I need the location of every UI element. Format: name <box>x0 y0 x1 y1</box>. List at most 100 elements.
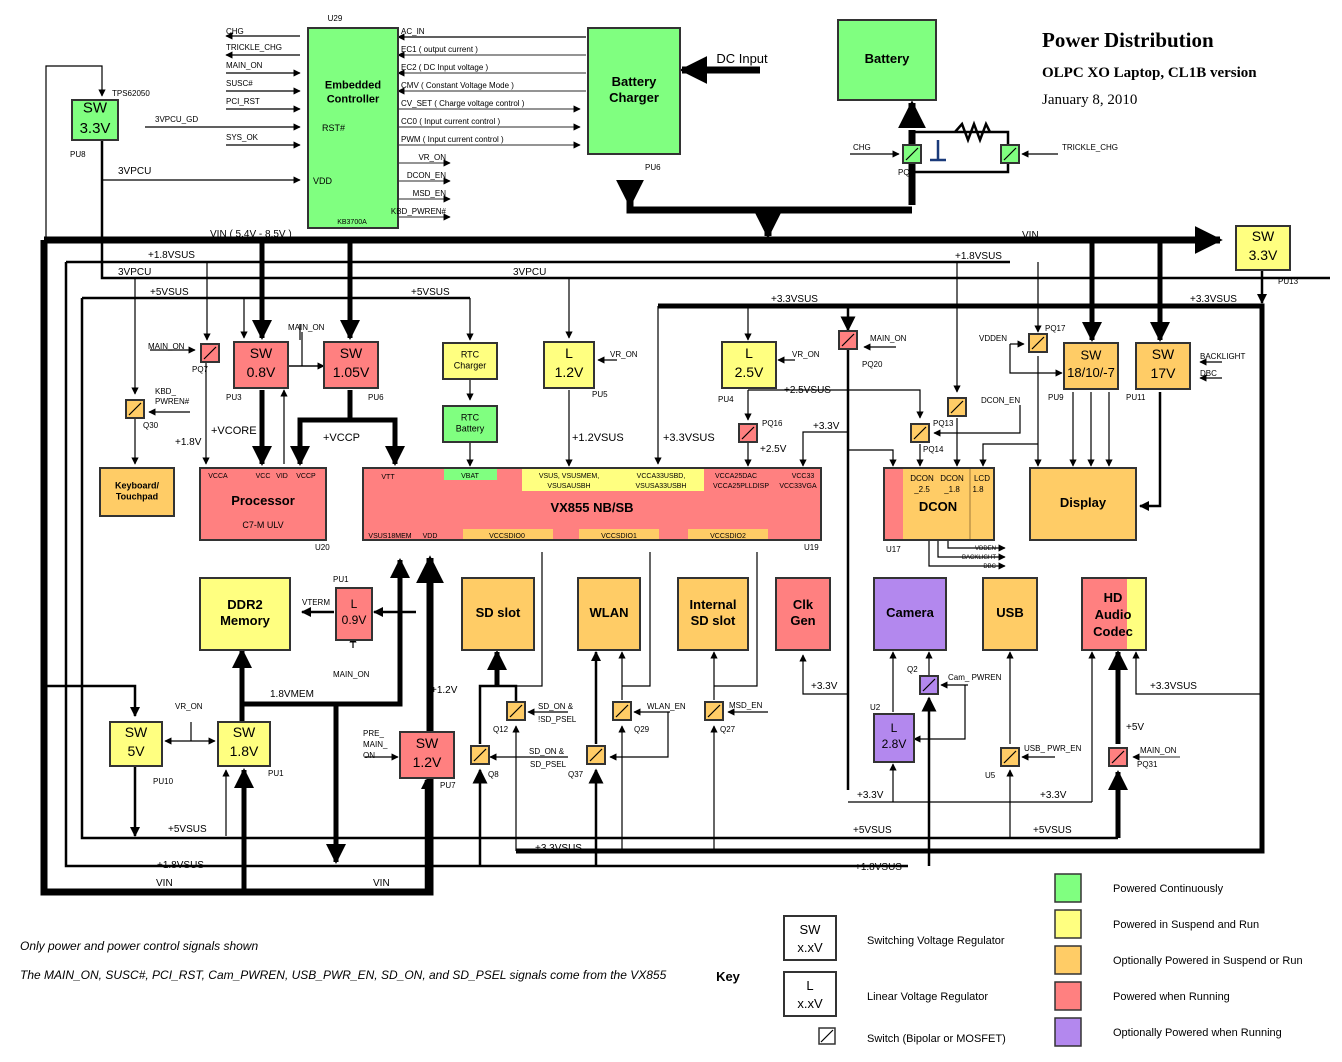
ref-pu1-sw: PU1 <box>268 769 284 778</box>
battery-label: Battery <box>865 51 911 66</box>
hd-audio-label: HD <box>1104 590 1123 605</box>
key-l-line2: x.xV <box>797 996 823 1011</box>
legend-swatch <box>1054 873 1082 903</box>
ref-q29: Q29 <box>634 725 650 734</box>
ec-input-label: EC1 ( output current ) <box>401 45 478 54</box>
dcon-pin: DCON <box>910 474 934 483</box>
ec-output-label: CV_SET ( Charge voltage control ) <box>401 99 525 108</box>
ref-u29: U29 <box>328 14 343 23</box>
l-2v8-label: 2.8V <box>882 737 907 751</box>
switch-control-label: MAIN_ON <box>1140 746 1177 755</box>
legend-label: Optionally Powered when Running <box>1113 1027 1282 1039</box>
ref-pq14: PQ14 <box>923 445 944 454</box>
switch-icon <box>1031 336 1045 350</box>
vterm-label: VTERM <box>302 598 330 607</box>
ec-output-label: PWM ( Input current control ) <box>401 135 504 144</box>
ref-pq17: PQ17 <box>1045 324 1066 333</box>
rail-label: +VCCP <box>323 432 360 444</box>
switch-control-label: SD_ON & <box>529 747 565 756</box>
rail-label: +1.2V <box>431 685 458 696</box>
sw-1v8-label: SW <box>233 724 256 740</box>
pq16 <box>738 423 758 443</box>
ref-pq13: PQ13 <box>933 419 954 428</box>
embedded-controller-label: Embedded <box>325 80 381 92</box>
rail-label: DBC <box>1200 369 1217 378</box>
ref-pq16: PQ16 <box>762 419 783 428</box>
rail-label: VIN <box>1022 230 1039 241</box>
ec-output-label: DCON_EN <box>407 171 446 180</box>
battery-charger-body <box>587 27 681 155</box>
key-sw-line2: x.xV <box>797 940 823 955</box>
dcon-pin: LCD <box>974 474 990 483</box>
ec-signal-label: SUSC# <box>226 79 253 88</box>
legend-swatch <box>1054 909 1082 939</box>
rail-label: +1.2VSUS <box>572 432 624 444</box>
usb-label: USB <box>996 605 1023 620</box>
q37 <box>586 745 606 765</box>
vdd-pin: VDD <box>313 176 333 186</box>
camera-label: Camera <box>886 605 934 620</box>
l-0v9-body <box>335 587 373 641</box>
ref-u20: U20 <box>315 543 330 552</box>
battery-charger-label: Battery <box>612 74 658 89</box>
battery: Battery <box>837 19 937 101</box>
ec-part: KB3700A <box>337 219 367 226</box>
sw-5v-body <box>109 721 163 767</box>
rail-label: +3.3VSUS <box>535 843 582 854</box>
switch-icon <box>1111 750 1125 764</box>
rail-label: VR_ON <box>610 350 638 359</box>
l-0v9-label: L <box>351 597 358 611</box>
switch-control-label: MAIN_ON <box>870 334 907 343</box>
ref-pu6: PU6 <box>645 163 661 172</box>
ec-signal-label: CHG <box>226 27 244 36</box>
rail-label: +VCORE <box>211 425 257 437</box>
switch-control-label: VDDEN <box>979 334 1007 343</box>
sw-1v05-label: SW <box>340 345 363 361</box>
dcon-label: DCON <box>919 499 957 514</box>
processor-pin: VCCA <box>208 473 228 480</box>
sw-1v8-label: 1.8V <box>230 743 259 759</box>
rtc-charger-label: RTC <box>461 349 480 359</box>
vx855-pin: VTT <box>381 474 395 481</box>
processor-pin: VCCP <box>296 473 316 480</box>
rail-label: +2.5V <box>760 444 787 455</box>
l-1v2: L1.2V <box>543 341 595 389</box>
sw-0v8-label: SW <box>250 345 273 361</box>
vx855-pin: VCCSDIO0 <box>489 533 525 540</box>
ref-pq31: PQ31 <box>1137 760 1158 769</box>
l-2v8-body <box>873 713 915 763</box>
rail-label: VIN ( 5.4V - 8.5V ) <box>210 229 292 240</box>
sw-0v8-label: 0.8V <box>247 364 276 380</box>
sw-1v2: SW1.2V <box>399 731 455 779</box>
processor-pin: VCC <box>256 473 271 480</box>
display-body <box>1029 467 1137 541</box>
vx855-pin: VDD <box>423 533 438 540</box>
sd-slot-body <box>461 577 535 651</box>
dcon-pin: _1.8 <box>943 485 960 494</box>
rail-label: +3.3V <box>1040 790 1067 801</box>
sd-slot-label: SD slot <box>476 605 521 620</box>
keyboard-touchpad-body <box>99 467 175 517</box>
key-sw-desc: Switching Voltage Regulator <box>867 935 1005 947</box>
rail-label: +5VSUS <box>1033 825 1072 836</box>
internal-sd-slot-body <box>677 577 749 651</box>
sw-18-10-7-body <box>1063 342 1119 390</box>
switch-control-label: MSD_EN <box>729 701 763 710</box>
q12 <box>506 701 526 721</box>
processor-label: Processor <box>231 493 295 508</box>
vx855-pin: VCCA33USBD, <box>637 473 686 480</box>
switch-control-label: MAIN_ON <box>148 342 185 351</box>
wlan: WLAN <box>577 577 641 651</box>
rail-label: +1.8VSUS <box>157 860 204 871</box>
l-2v5: L2.5V <box>721 341 777 389</box>
l-1v2-label: 1.2V <box>555 364 584 380</box>
switch-control-label: DCON_EN <box>981 396 1020 405</box>
rail-label: BACKLIGHT <box>1200 352 1245 361</box>
ec-input-label: AC_IN <box>401 27 425 36</box>
hd-audio-label: Codec <box>1093 624 1133 639</box>
sw-3v3-pu8-body <box>71 99 119 141</box>
rail-label: +3.3V <box>857 790 884 801</box>
